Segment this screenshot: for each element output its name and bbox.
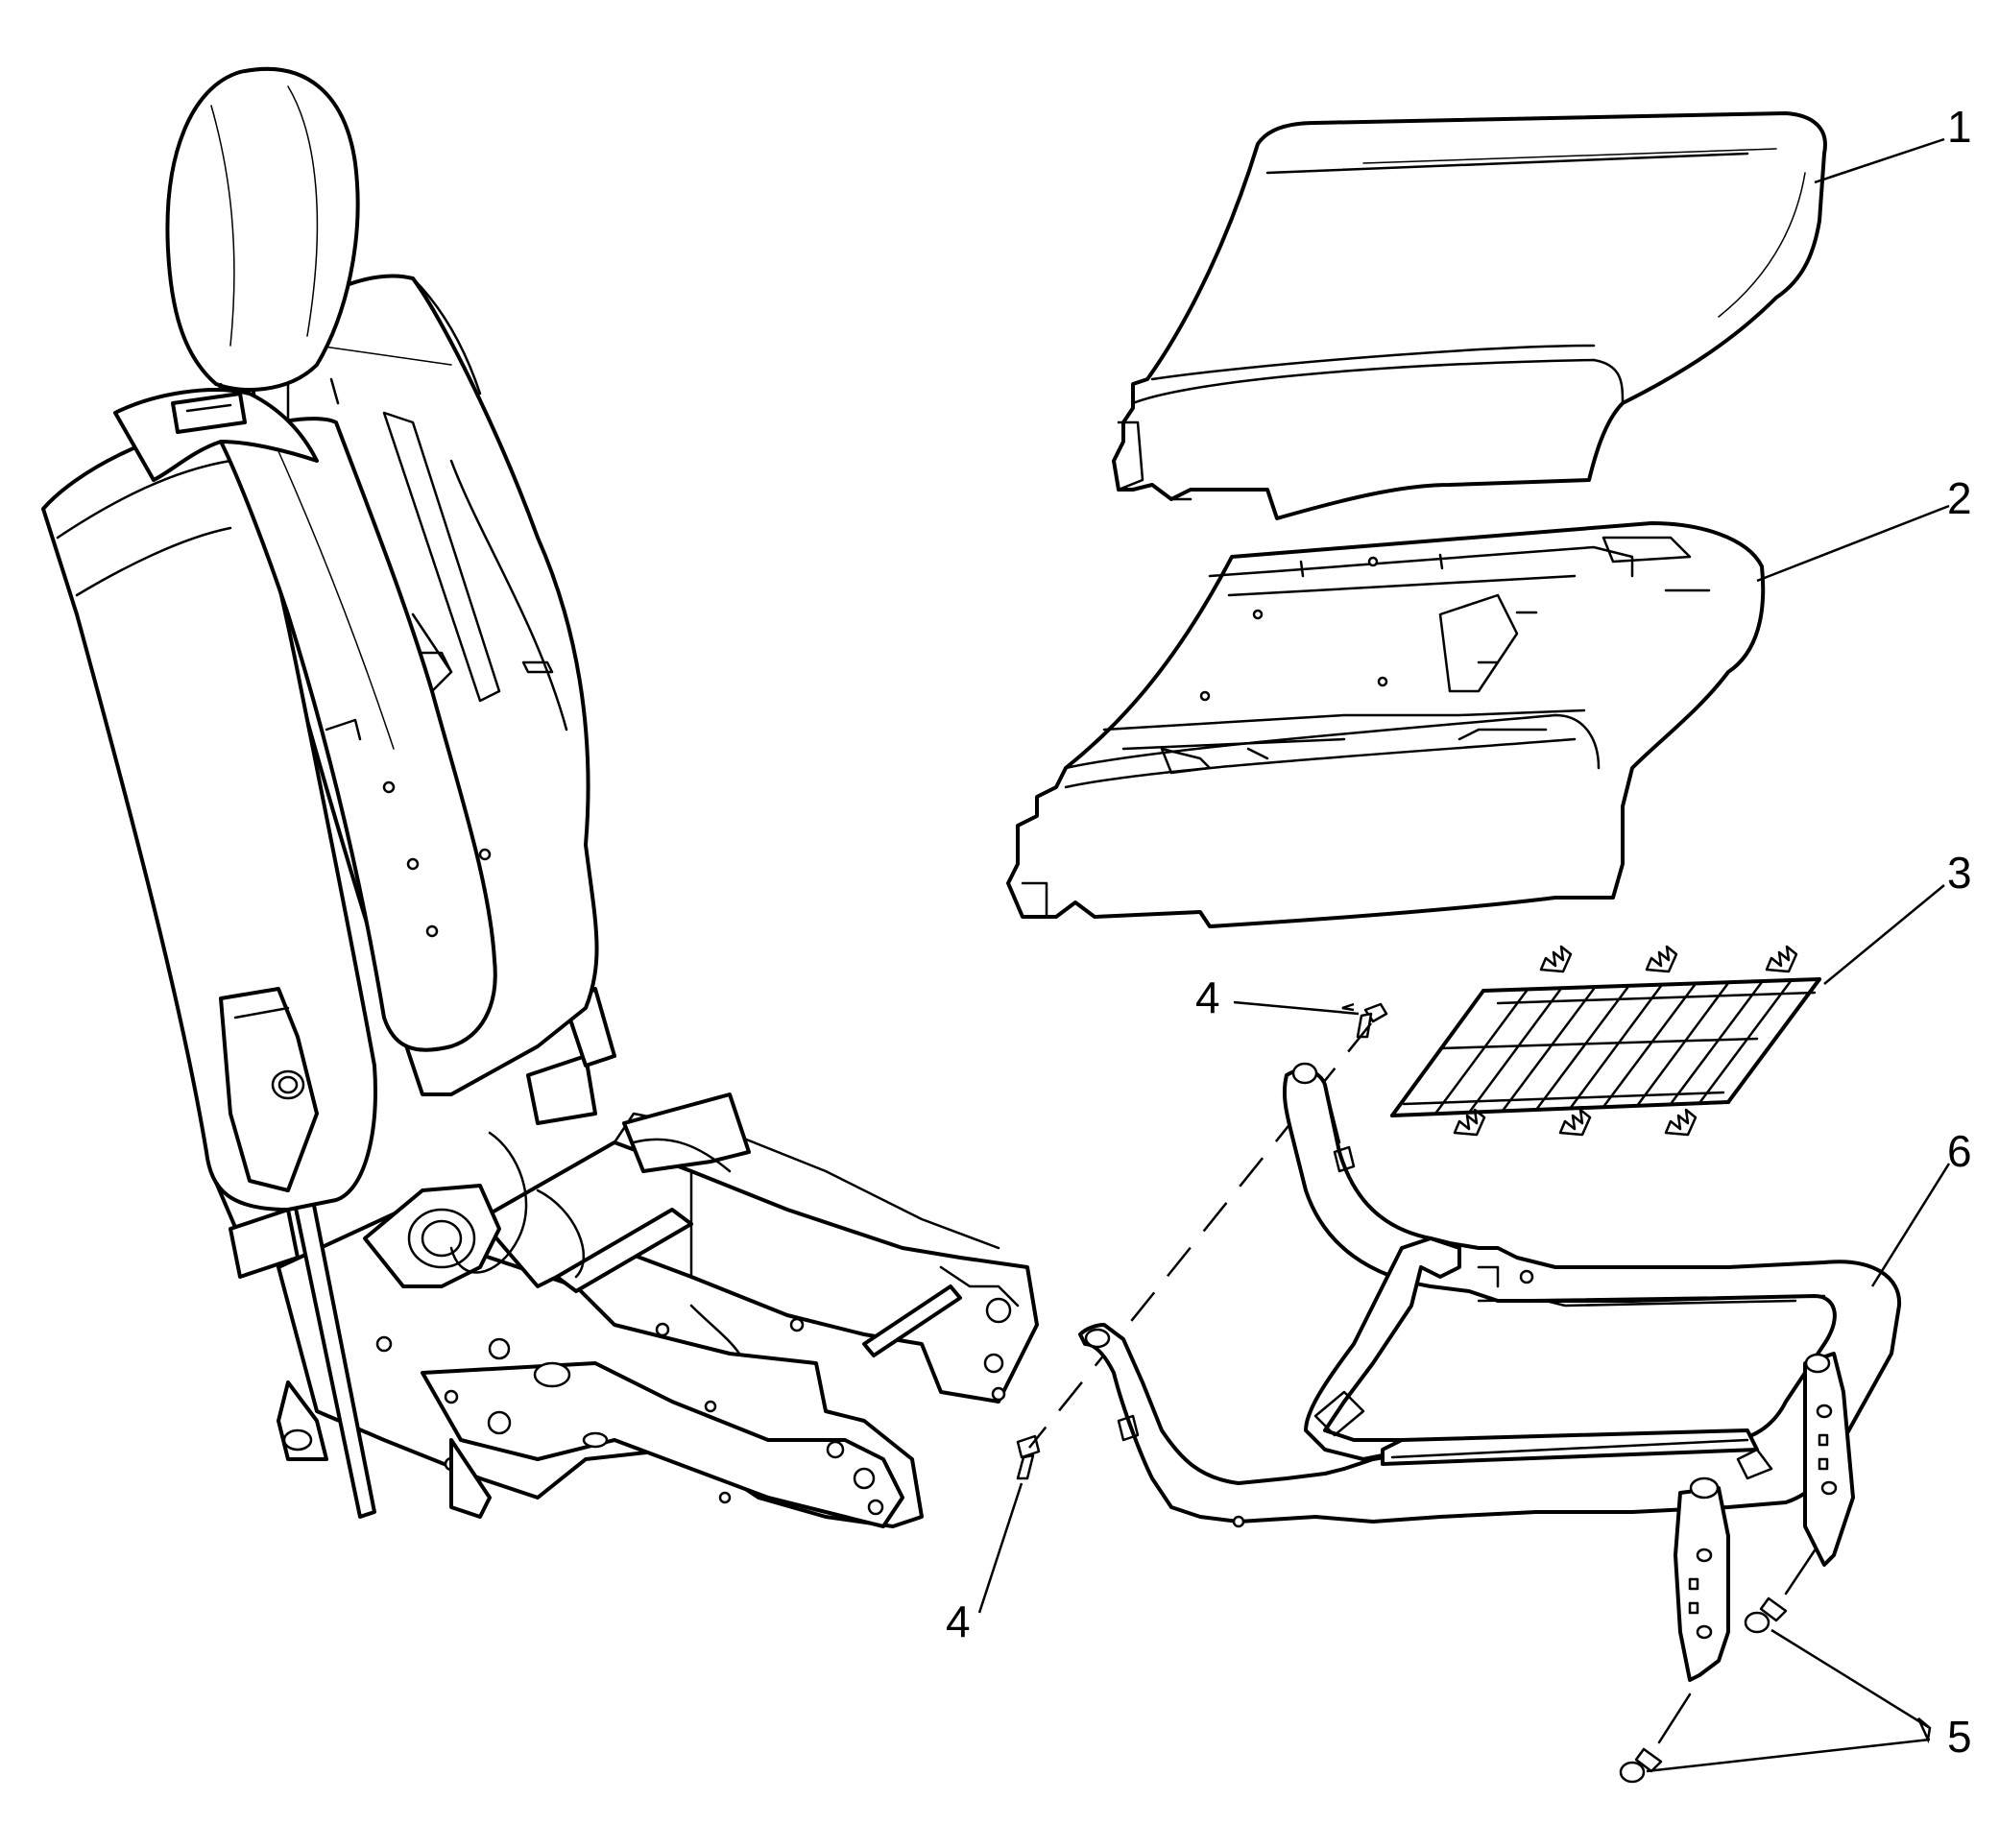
callout-6: 6 — [1947, 1126, 1972, 1176]
callout-5: 5 — [1947, 1712, 1972, 1762]
part-3-spring-mat — [1390, 945, 1821, 1137]
callout-4-upper: 4 — [1195, 972, 1220, 1022]
callout-1: 1 — [1947, 102, 1972, 152]
seatback-assembly — [41, 66, 599, 1212]
callout-2: 2 — [1947, 473, 1972, 523]
part-2-seat-cushion-pad — [1006, 521, 1766, 928]
part-5-bolt-rear — [1744, 1548, 1817, 1634]
callout-4-lower: 4 — [946, 1596, 971, 1646]
part-4-bolt-upper — [1356, 1002, 1388, 1039]
part-1-seat-cushion-cover — [1112, 111, 1827, 520]
callout-3: 3 — [1947, 848, 1972, 898]
part-4-bolt-lower — [1016, 1434, 1041, 1480]
part-5-bolt-front — [1619, 1692, 1692, 1784]
leader-lines — [977, 137, 1951, 1773]
part-6-seat-cushion-frame — [1078, 1062, 1902, 1682]
